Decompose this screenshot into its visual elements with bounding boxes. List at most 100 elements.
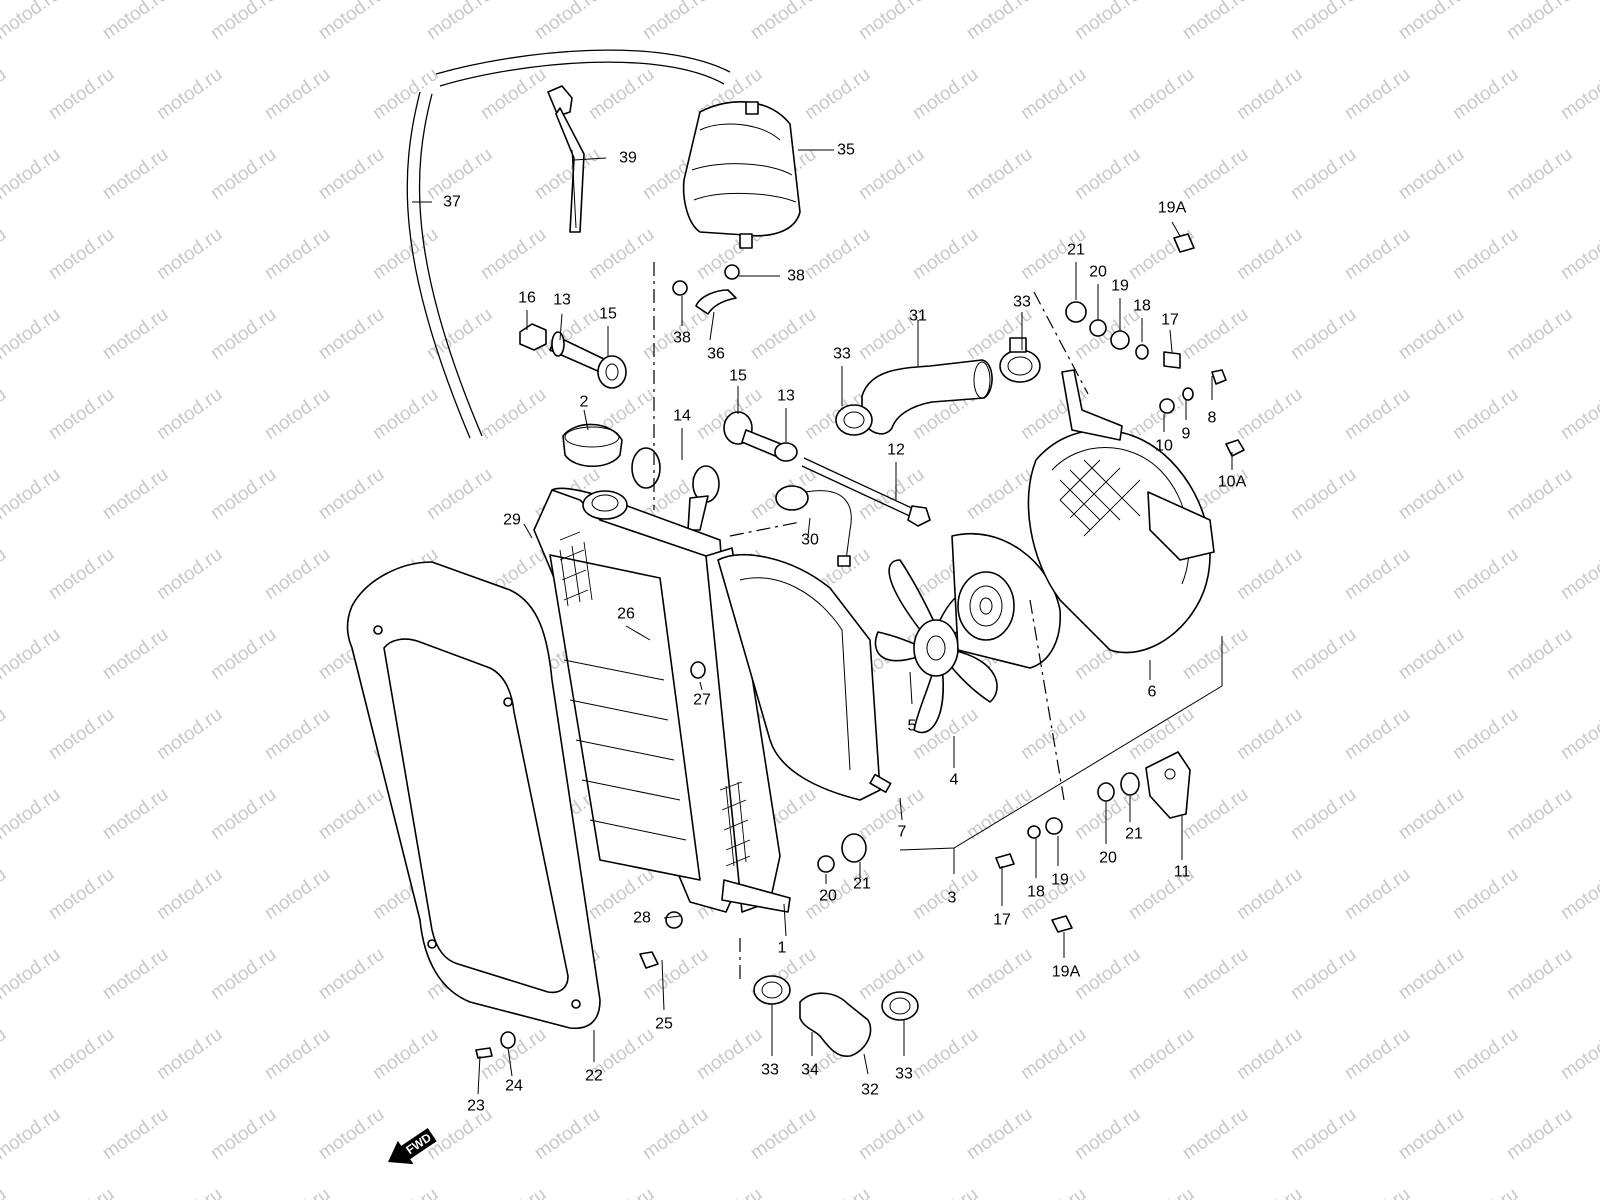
radiator-side-cover-part [346, 561, 601, 1029]
watermark-text: motod.ru [1179, 144, 1252, 204]
watermark-text: motod.ru [423, 464, 496, 524]
watermark-text: motod.ru [531, 1104, 604, 1164]
watermark-text: motod.ru [477, 64, 550, 124]
watermark-text: motod.ru [261, 1184, 334, 1200]
watermark-text: motod.ru [1557, 1024, 1600, 1084]
watermark-text: motod.ru [1125, 704, 1198, 764]
part-label-36: 36 [707, 346, 725, 363]
watermark-text: motod.ru [261, 704, 334, 764]
fan-blade-part [874, 559, 998, 734]
watermark-text: motod.ru [801, 864, 874, 924]
rubber-grommet-upper-part [597, 355, 627, 389]
hose-clamp-upper-left-part [835, 404, 873, 436]
watermark-text: motod.ru [261, 224, 334, 284]
watermark-text: motod.ru [99, 624, 172, 684]
watermark-text: motod.ru [1179, 944, 1252, 1004]
watermark-text: motod.ru [153, 1024, 226, 1084]
watermark-text: motod.ru [1017, 1184, 1090, 1200]
watermark-text: motod.ru [99, 464, 172, 524]
watermark-text: motod.ru [1179, 1104, 1252, 1164]
watermark-text: motod.ru [315, 144, 388, 204]
part-label-18a: 18 [1133, 298, 1151, 315]
part-label-23: 23 [467, 1098, 485, 1115]
watermark-text: motod.ru [1287, 0, 1360, 44]
watermark-text: motod.ru [1395, 944, 1468, 1004]
watermark-text: motod.ru [0, 944, 64, 1004]
watermark-text: motod.ru [531, 0, 604, 44]
watermark-text: motod.ru [585, 64, 658, 124]
watermark-text: motod.ru [1503, 624, 1576, 684]
watermark-text: motod.ru [855, 144, 928, 204]
watermark-text: motod.ru [1017, 64, 1090, 124]
watermark-text: motod.ru [1125, 1024, 1198, 1084]
part-label-8: 8 [1208, 410, 1217, 427]
watermark-text: motod.ru [963, 0, 1036, 44]
watermark-text: motod.ru [45, 224, 118, 284]
part-label-37: 37 [443, 194, 461, 211]
watermark-text: motod.ru [315, 0, 388, 44]
watermark-text: motod.ru [1287, 144, 1360, 204]
watermark-text: motod.ru [747, 1104, 820, 1164]
watermark-text: motod.ru [45, 704, 118, 764]
part-label-21b: 21 [853, 876, 871, 893]
watermark-text: motod.ru [261, 64, 334, 124]
watermark-text: motod.ru [1341, 1024, 1414, 1084]
watermark-text: motod.ru [693, 1184, 766, 1200]
watermark-text: motod.ru [1125, 224, 1198, 284]
part-label-1: 1 [778, 940, 787, 957]
watermark-text: motod.ru [0, 624, 64, 684]
part-label-10: 10 [1155, 438, 1173, 455]
watermark-text: motod.ru [207, 464, 280, 524]
part-label-15b: 15 [729, 368, 747, 385]
watermark-text: motod.ru [1557, 384, 1600, 444]
watermark-text: motod.ru [1557, 1184, 1600, 1200]
watermark-text: motod.ru [909, 1184, 982, 1200]
watermark-text: motod.ru [1449, 1024, 1522, 1084]
watermark-text: motod.ru [99, 144, 172, 204]
hose-clamp-lower-left-part [753, 975, 791, 1005]
watermark-text: motod.ru [639, 1104, 712, 1164]
watermark-text: motod.ru [801, 1184, 874, 1200]
part-label-24: 24 [505, 1078, 523, 1095]
watermark-text: motod.ru [1395, 0, 1468, 44]
part-label-6: 6 [1148, 684, 1157, 701]
watermark-text: motod.ru [0, 1024, 10, 1084]
part-label-28: 28 [633, 910, 651, 927]
watermark-text: motod.ru [531, 144, 604, 204]
reservoir-hose-part [672, 264, 740, 315]
watermark-text: motod.ru [153, 544, 226, 604]
watermark-text: motod.ru [207, 784, 280, 844]
part-label-18b: 18 [1027, 884, 1045, 901]
watermark-text: motod.ru [45, 544, 118, 604]
watermark-text: motod.ru [1233, 1184, 1306, 1200]
watermark-text: motod.ru [0, 0, 64, 44]
watermark-text: motod.ru [1287, 1104, 1360, 1164]
watermark-text: motod.ru [639, 0, 712, 44]
watermark-text: motod.ru [1071, 144, 1144, 204]
watermark-text: motod.ru [963, 944, 1036, 1004]
watermark-text: motod.ru [1449, 864, 1522, 924]
watermark-text: motod.ru [1287, 944, 1360, 1004]
watermark-text: motod.ru [0, 704, 10, 764]
watermark-text: motod.ru [99, 304, 172, 364]
part-label-31: 31 [909, 308, 927, 325]
watermark-text: motod.ru [1233, 384, 1306, 444]
part-label-33b: 33 [1013, 294, 1031, 311]
watermark-text: motod.ru [1503, 1104, 1576, 1164]
watermark-text: motod.ru [0, 864, 10, 924]
watermark-text: motod.ru [261, 1024, 334, 1084]
watermark-text: motod.ru [1233, 544, 1306, 604]
watermark-text: motod.ru [153, 64, 226, 124]
watermark-text: motod.ru [1233, 64, 1306, 124]
watermark-text: motod.ru [315, 1104, 388, 1164]
watermark-text: motod.ru [1341, 864, 1414, 924]
watermark-text: motod.ru [585, 224, 658, 284]
watermark-text: motod.ru [423, 0, 496, 44]
watermark-text: motod.ru [1017, 1024, 1090, 1084]
lower-hose-part [799, 992, 872, 1057]
hose-clamp-lower-right-part [881, 991, 919, 1021]
part-label-19a: 19 [1111, 278, 1129, 295]
upper-hose-part [861, 359, 993, 435]
mount-bolt-right-part [723, 411, 798, 462]
